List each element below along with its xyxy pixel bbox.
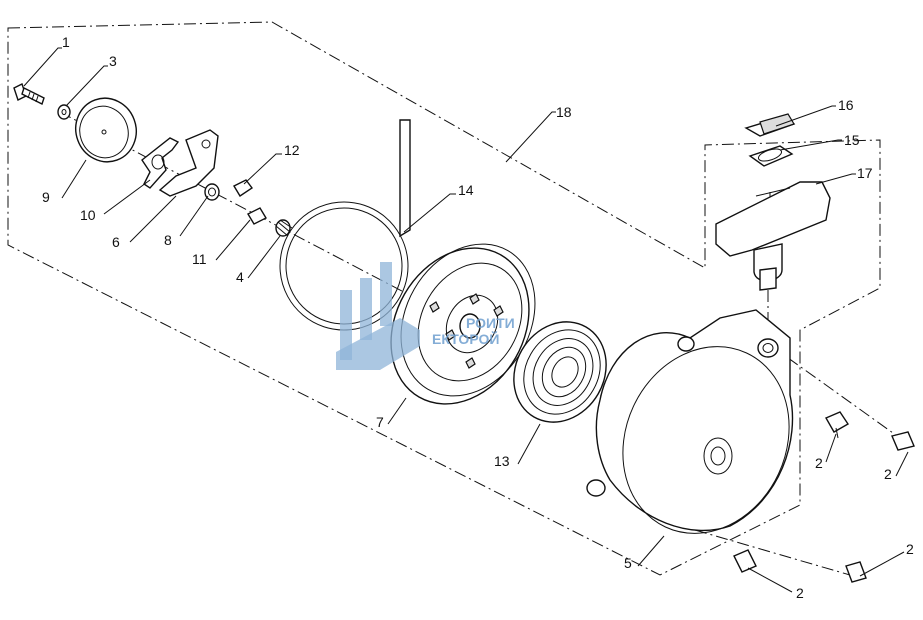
label-2-b: 2 xyxy=(884,466,892,482)
part-5-housing xyxy=(586,309,794,534)
watermark-line1: РОИТИ xyxy=(466,315,515,331)
part-16-insert xyxy=(744,113,796,137)
label-15: 15 xyxy=(844,132,860,148)
label-9: 9 xyxy=(42,189,50,205)
part-2-bolt-b xyxy=(891,431,915,451)
part-6-pawl xyxy=(158,129,219,197)
part-15-ring xyxy=(748,145,794,167)
label-7: 7 xyxy=(376,414,384,430)
label-12: 12 xyxy=(284,142,300,158)
label-10: 10 xyxy=(80,207,96,223)
label-2-a: 2 xyxy=(815,455,823,471)
watermark-logo: РОИТИ ЕКТОРОЙ xyxy=(336,262,515,370)
part-2-bolt-d xyxy=(845,561,867,583)
label-4: 4 xyxy=(236,269,244,285)
label-5: 5 xyxy=(624,555,632,571)
callout-labels: 1 3 9 10 6 8 11 4 12 14 18 16 15 17 7 13… xyxy=(42,34,914,601)
label-16: 16 xyxy=(838,97,854,113)
label-1: 1 xyxy=(62,34,70,50)
watermark-line2: ЕКТОРОЙ xyxy=(432,330,499,347)
label-6: 6 xyxy=(112,234,120,250)
label-17: 17 xyxy=(857,165,873,181)
part-10-ratchet xyxy=(141,137,180,189)
label-13: 13 xyxy=(494,453,510,469)
label-18: 18 xyxy=(556,104,572,120)
label-8: 8 xyxy=(164,232,172,248)
part-12-bushing xyxy=(233,179,254,197)
part-3-washer xyxy=(57,104,71,120)
part-13-spring-coil xyxy=(513,321,607,423)
part-2-bolt-a xyxy=(825,411,849,439)
assembly-boundary xyxy=(7,21,881,576)
label-2-c: 2 xyxy=(796,585,804,601)
label-2-d: 2 xyxy=(906,541,914,557)
part-11-bushing xyxy=(247,207,267,225)
part-2-bolt-c xyxy=(733,549,757,573)
part-4-spring xyxy=(275,219,293,237)
part-8-ring xyxy=(204,183,220,201)
part-17-handle xyxy=(715,181,831,291)
part-7-pulley xyxy=(390,243,536,405)
label-11: 11 xyxy=(192,251,207,267)
label-3: 3 xyxy=(109,53,117,69)
label-14: 14 xyxy=(458,182,474,198)
leader-lines xyxy=(23,47,909,593)
part-1-bolt xyxy=(13,83,45,105)
part-9-plate xyxy=(75,97,137,163)
